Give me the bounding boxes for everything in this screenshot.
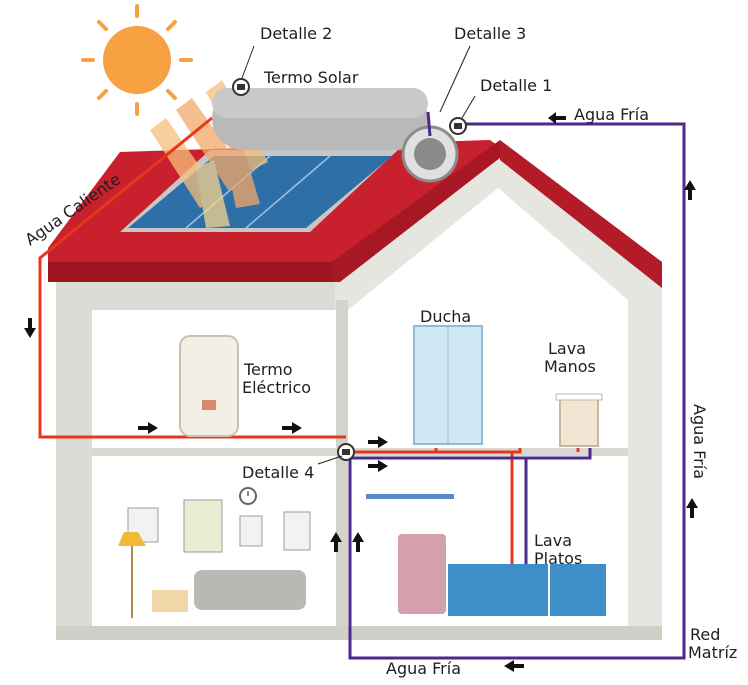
label-detalle-3: Detalle 3 — [454, 24, 526, 43]
valve-detalle-2 — [232, 78, 250, 96]
label-lava-manos-2: Manos — [544, 357, 596, 376]
label-detalle-4: Detalle 4 — [242, 463, 314, 482]
arrow-right-icon — [138, 422, 158, 434]
label-termo-electrico-2: Eléctrico — [242, 378, 311, 397]
solar-tank — [212, 88, 459, 183]
arrow-right-icon — [282, 422, 302, 434]
arrow-up-icon — [352, 532, 364, 552]
sun-icon — [81, 4, 193, 116]
valve-detalle-1 — [449, 117, 467, 135]
label-detalle-2: Detalle 2 — [260, 24, 332, 43]
label-lava-platos-1: Lava — [534, 531, 572, 550]
label-lava-manos-1: Lava — [548, 339, 586, 358]
label-agua-fria-bottom: Agua Fría — [386, 659, 461, 678]
leader-lines — [241, 45, 476, 465]
label-agua-fria-right: Agua Fría — [690, 404, 709, 479]
label-termo-electrico-1: Termo — [243, 360, 293, 379]
arrow-up-icon — [686, 498, 698, 518]
label-ducha: Ducha — [420, 307, 471, 326]
wash-basin — [555, 393, 603, 447]
electric-water-heater — [179, 335, 239, 437]
clock-icon — [239, 487, 257, 505]
arrow-up-icon — [330, 532, 342, 552]
label-termo-solar: Termo Solar — [263, 68, 359, 87]
valve-detalle-4 — [337, 443, 355, 461]
arrow-right-icon — [368, 460, 388, 472]
flow-arrows — [24, 112, 698, 672]
label-agua-fria-top: Agua Fría — [574, 105, 649, 124]
label-red-matriz-2: Matríz — [688, 643, 737, 662]
shelf — [366, 494, 454, 499]
label-detalle-1: Detalle 1 — [480, 76, 552, 95]
arrow-up-icon — [684, 180, 696, 200]
kitchen — [398, 534, 606, 616]
living-room — [118, 487, 311, 618]
arrow-left-icon — [504, 660, 524, 672]
arrow-down-icon — [24, 318, 36, 338]
cold-water-pipes — [348, 111, 686, 660]
arrow-right-icon — [368, 436, 388, 448]
label-red-matriz-1: Red — [690, 625, 720, 644]
label-lava-platos-2: Platos — [534, 549, 582, 568]
shower — [413, 325, 483, 445]
arrow-left-icon — [548, 112, 566, 124]
